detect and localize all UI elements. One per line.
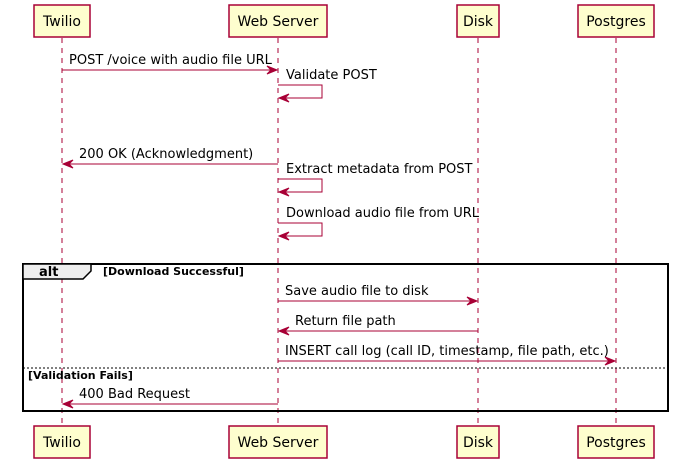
message-arrowhead xyxy=(604,356,617,366)
participant-box-web-server-bottom xyxy=(228,425,328,459)
participant-box-disk-bottom xyxy=(456,425,500,459)
message-label: 400 Bad Request xyxy=(79,387,190,402)
message-arrowhead xyxy=(277,187,290,197)
message-arrowhead xyxy=(61,399,74,409)
participant-label-postgres-bottom: Postgres xyxy=(586,435,646,451)
message-arrow-self xyxy=(278,84,323,99)
participant-label-web-server-top: Web Server xyxy=(238,14,319,30)
message-label: Validate POST xyxy=(286,68,377,83)
message-label: POST /voice with audio file URL xyxy=(69,53,273,68)
participant-box-web-server-top xyxy=(228,4,328,38)
message-arrowhead xyxy=(61,159,74,169)
message-label: 200 OK (Acknowledgment) xyxy=(79,147,253,162)
message-label: Extract metadata from POST xyxy=(286,162,473,177)
alt-frame xyxy=(22,263,669,412)
message-arrow-self xyxy=(278,178,323,193)
participant-box-disk-top xyxy=(456,4,500,38)
participant-label-web-server-bottom: Web Server xyxy=(238,435,319,451)
alt-keyword: alt xyxy=(39,265,58,280)
participant-box-postgres-bottom xyxy=(577,425,655,459)
participant-label-disk-top: Disk xyxy=(463,14,494,30)
message-arrowhead xyxy=(466,296,479,306)
participant-label-twilio-bottom: Twilio xyxy=(42,435,81,451)
message-label: Return file path xyxy=(295,314,396,329)
message-arrowhead xyxy=(277,231,290,241)
participant-label-postgres-top: Postgres xyxy=(586,14,646,30)
message-label: Save audio file to disk xyxy=(285,284,429,299)
message-arrowhead xyxy=(266,65,279,75)
participant-label-twilio-top: Twilio xyxy=(42,14,81,30)
participant-box-twilio-bottom xyxy=(33,425,91,459)
participant-label-disk-bottom: Disk xyxy=(463,435,494,451)
participant-box-twilio-top xyxy=(33,4,91,38)
message-arrow-self xyxy=(278,222,323,237)
participant-box-postgres-top xyxy=(577,4,655,38)
message-arrowhead xyxy=(277,326,290,336)
message-arrowhead xyxy=(277,93,290,103)
alt-else-guard: [Validation Fails] xyxy=(28,369,133,382)
message-label: INSERT call log (call ID, timestamp, fil… xyxy=(285,344,609,359)
alt-frame-tab xyxy=(22,263,92,280)
message-label: Download audio file from URL xyxy=(286,206,480,221)
alt-guard: [Download Successful] xyxy=(103,265,244,278)
